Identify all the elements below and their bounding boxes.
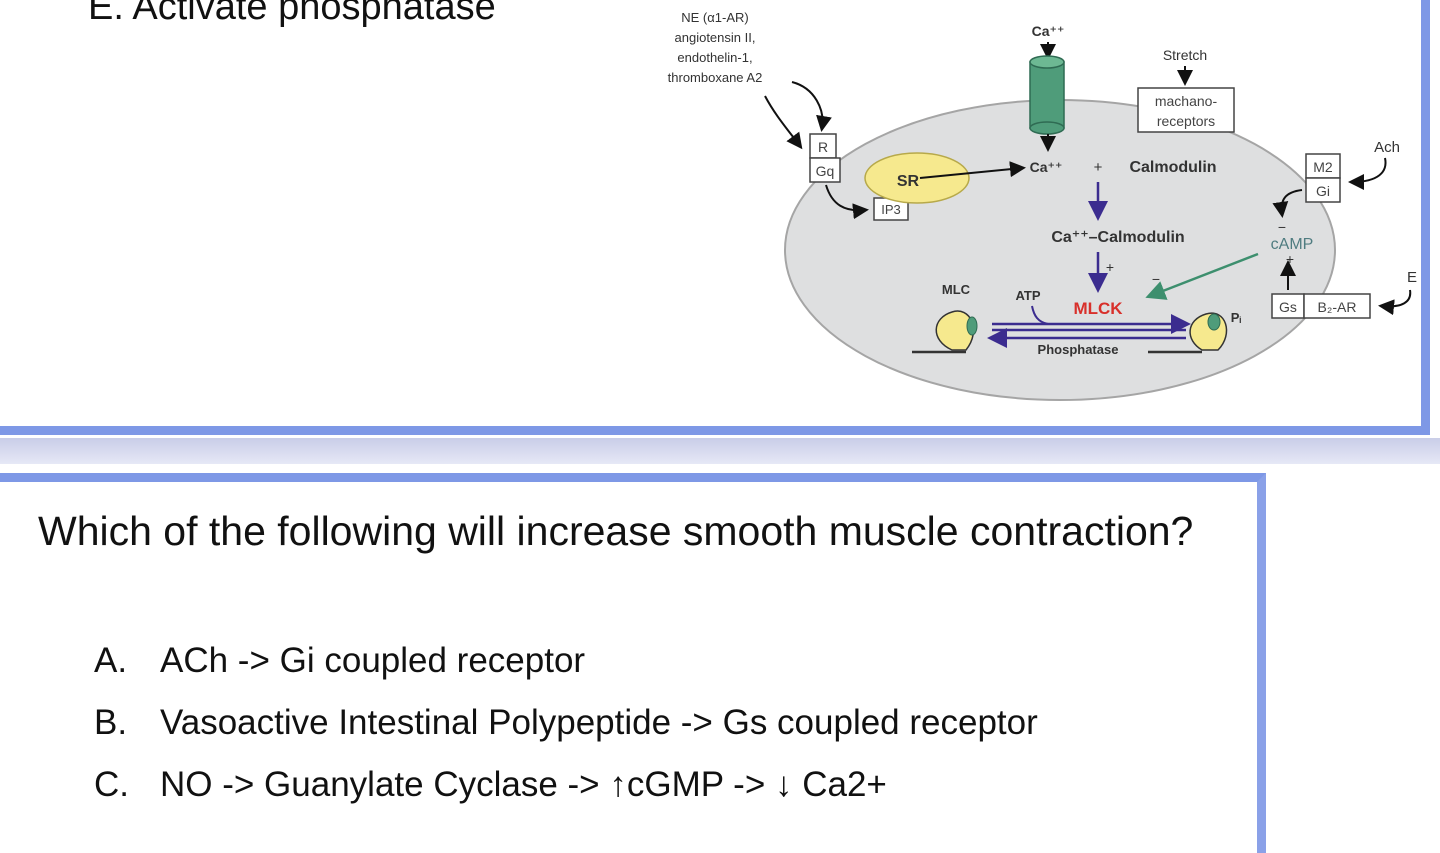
mechanoreceptor-label-line1: machano- [1155,93,1218,109]
mlc-label: MLC [942,282,971,297]
question-text: Which of the following will increase smo… [38,508,1194,554]
gq-label: Gq [816,163,835,179]
gi-box [1305,177,1341,203]
agonist-label-line2: angiotensin II, [675,30,756,45]
camp-label: cAMP [1271,236,1314,253]
mlck-label: MLCK [1073,299,1123,318]
option-text: NO -> Guanylate Cyclase -> ↑cGMP -> ↓ Ca… [160,765,887,804]
gi-label: Gi [1316,183,1330,199]
mechanoreceptor-box [1137,87,1235,133]
sarcoplasmic-reticulum [864,152,970,204]
minus-sign-2: − [1152,271,1160,287]
slide-separator [0,438,1440,464]
mechanoreceptor-label-line2: receptors [1157,113,1215,129]
phosphatase-label: Phosphatase [1038,342,1119,357]
receptor-r-label: R [818,139,828,155]
agonist-label-line1: NE (α1-AR) [681,10,748,25]
receptor-r-box [809,133,837,159]
ca-intracellular-label: Ca⁺⁺ [1030,159,1063,175]
plus-sign-2: + [1106,259,1114,275]
m2-box [1305,153,1341,179]
ca-extracellular-label: Ca⁺⁺ [1032,23,1065,39]
plus-sign-1: + [1094,159,1103,176]
option-letter: B. [94,703,128,742]
pi-label: Pᵢ [1231,310,1242,325]
stretch-label: Stretch [1163,47,1207,63]
gs-box [1271,293,1305,319]
minus-sign-1: − [1278,219,1286,235]
gq-box [809,157,841,183]
calmodulin-label: Calmodulin [1129,159,1216,176]
answer-option-e: E. Activate phosphatase [88,0,496,28]
agonist-label-line3: endothelin-1, [677,50,752,65]
ca-calmodulin-label: Ca⁺⁺–Calmodulin [1051,229,1184,246]
myosin-head-dephosphorylated [935,310,975,351]
ip3-label: IP3 [881,202,901,217]
b2ar-label: B₂-AR [1318,299,1357,315]
plus-sign-3: + [1286,251,1294,267]
smooth-muscle-signaling-diagram: NE (α1-AR) angiotensin II, endothelin-1,… [630,0,1430,420]
e-label: E [1407,269,1417,286]
ach-label: Ach [1374,139,1400,156]
m2-label: M2 [1313,159,1333,175]
option-letter: C. [94,765,129,804]
gs-label: Gs [1279,299,1297,315]
calcium-channel [1029,61,1065,129]
b2ar-box [1303,293,1371,319]
bottom-slide-panel [0,473,1266,853]
sr-label: SR [897,173,920,190]
option-text: ACh -> Gi coupled receptor [160,641,586,680]
atp-label: ATP [1015,288,1040,303]
option-letter: A. [94,641,128,680]
agonist-label-line4: thromboxane A2 [668,70,763,85]
option-text: Vasoactive Intestinal Polypeptide -> Gs … [160,703,1038,742]
